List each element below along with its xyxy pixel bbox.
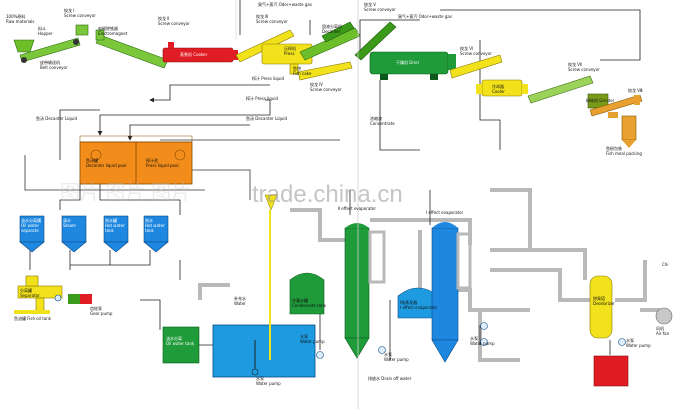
label-fish-meal-packing: 鱼粉包装 Fish meal packing xyxy=(606,146,642,156)
label-evaporator-2: Ⅱ effect evaporator xyxy=(338,206,376,211)
oil-separator xyxy=(14,275,63,314)
label-dryer: 干燥机 Drier xyxy=(396,60,420,65)
screw-conveyor-7 xyxy=(527,75,594,104)
label-decanter-liquid-left: 鱼汤 Decanter Liquid xyxy=(36,116,78,121)
label-odor-gas-2: 臭气+蒸汽 Odor+waste gas xyxy=(398,14,452,19)
label-tank-2: 清水 Steam xyxy=(63,218,76,228)
label-screw-conveyor-5: 绞龙 V Screw conveyor xyxy=(364,2,396,12)
oil-water-tank xyxy=(162,326,200,364)
label-air-fan: 风机 Air fan xyxy=(656,326,670,336)
label-screw-conveyor-1: 绞龙 I Screw conveyor xyxy=(64,8,96,18)
label-press-liquid-pool: 榨汁池 Press liquid pool xyxy=(146,158,179,168)
gear-pump xyxy=(68,294,92,304)
label-makeup-water: 补充水 Water xyxy=(234,296,246,306)
decanter xyxy=(299,21,361,61)
screw-conveyor-4 xyxy=(297,61,353,81)
label-tank-4: 热水 Hot water tank xyxy=(145,218,165,233)
label-water-pump-3: 水泵 Water pump xyxy=(384,352,409,362)
label-screw-conveyor-8: 绞龙 Ⅷ xyxy=(628,88,643,93)
grinder-packing xyxy=(587,93,643,148)
label-evaporator-1: Ⅰ effect evaporator xyxy=(426,210,464,215)
label-press-liquid-1: 榨汁 Press liquid xyxy=(252,76,285,81)
storage-tanks xyxy=(19,215,169,253)
label-oil-water-tank: 油水分离 Oil water tank xyxy=(166,336,195,346)
label-cooker: 蒸煮机 Cooker xyxy=(180,52,208,57)
label-screw-conveyor-4: 绞龙 Ⅳ Screw conveyor xyxy=(310,82,342,92)
evaporator-1 xyxy=(431,222,472,363)
liquid-pools xyxy=(79,135,193,185)
screw-conveyor-6 xyxy=(449,54,503,79)
label-raw-materials: 100%原料 Raw materials xyxy=(6,14,35,24)
makeup-water-tank xyxy=(212,194,316,378)
label-deodorizer: 除臭塔 Deodorizer xyxy=(593,296,615,306)
label-grinder: 粉碎机 Grinder xyxy=(586,98,615,103)
screw-conveyor-1 xyxy=(95,29,169,69)
water-pumps xyxy=(54,294,626,359)
label-cooler: 冷却器 Cooler xyxy=(492,84,505,94)
air-fan xyxy=(655,307,673,325)
label-condensate-tank: 冷凝水罐 Condensate tank xyxy=(292,298,327,308)
label-screw-conveyor-3: 绞龙 Ⅲ Screw conveyor xyxy=(256,14,288,24)
label-decanter: 固液分离机 Decanter xyxy=(322,24,342,34)
label-i-effect: Ⅰ效蒸发器 Ⅰ effect evaporator xyxy=(400,300,438,310)
hopper-belt-conveyor xyxy=(13,24,89,63)
label-water-pump-1: 水泵 Water pump xyxy=(300,334,325,344)
label-tank-3: 热水罐 Hot water tank xyxy=(105,218,125,233)
label-decanter-liquid-pool: 鱼汤罐 Decanter liquid pool xyxy=(86,158,127,168)
evaporator-2 xyxy=(344,223,386,359)
label-screw-conveyor-7: 绞龙 Ⅶ Screw conveyor xyxy=(568,62,600,72)
screw-conveyor-5 xyxy=(354,21,397,61)
label-fish-cake: 鱼饼 Fish cake xyxy=(293,66,312,76)
dryer xyxy=(369,51,456,80)
condensate-tank xyxy=(289,272,325,315)
label-fish-oil-tank: 鱼油罐 Fish oil tank xyxy=(14,316,52,321)
label-water-pump-2: 水泵 Water pump xyxy=(256,376,281,386)
label-odor-gas-1: 臭气+蒸汽 Odor+waste gas xyxy=(258,2,312,7)
label-gear-pump: 齿轮泵 Gear pump xyxy=(90,306,113,316)
label-separator: 分离罐 Separator xyxy=(20,288,40,298)
watermark-faint: 图片 图片 图片 xyxy=(60,182,192,204)
label-screw-conveyor-2-top: 绞龙 Ⅱ Screw conveyor xyxy=(158,16,190,26)
label-electromagnet: 电磁除铁器 Electromagnet xyxy=(98,26,128,36)
cooler xyxy=(476,79,528,97)
label-press: 压榨机 Press xyxy=(284,46,296,56)
label-press-liquid-2: 榨汁 Press liquid xyxy=(246,96,279,101)
label-right-edge: Chi xyxy=(662,262,669,267)
watermark: trade.china.cn xyxy=(252,181,403,208)
red-tank xyxy=(593,355,629,387)
label-tank-1: 油水分离槽 Oil water separate xyxy=(21,218,41,233)
label-concentrate: 浓缩液 Concentrate xyxy=(370,116,395,126)
label-screw-conveyor-6: 绞龙 Ⅵ Screw conveyor xyxy=(460,46,492,56)
label-decanter-liquid-top: 鱼汤 Decanter Liquid xyxy=(246,116,288,121)
deodorizer xyxy=(589,275,613,339)
label-water-pump-right: 水泵 Water pump xyxy=(626,338,651,348)
label-drain-water: 排放水 Drain off water xyxy=(368,376,412,381)
label-belt-conveyor: 皮带输送机 Belt conveyor xyxy=(40,60,68,70)
label-water-pump-4: 水泵 Water pump xyxy=(470,336,495,346)
label-hopper: 料斗 Hopper xyxy=(38,26,53,36)
cooker xyxy=(162,42,238,63)
